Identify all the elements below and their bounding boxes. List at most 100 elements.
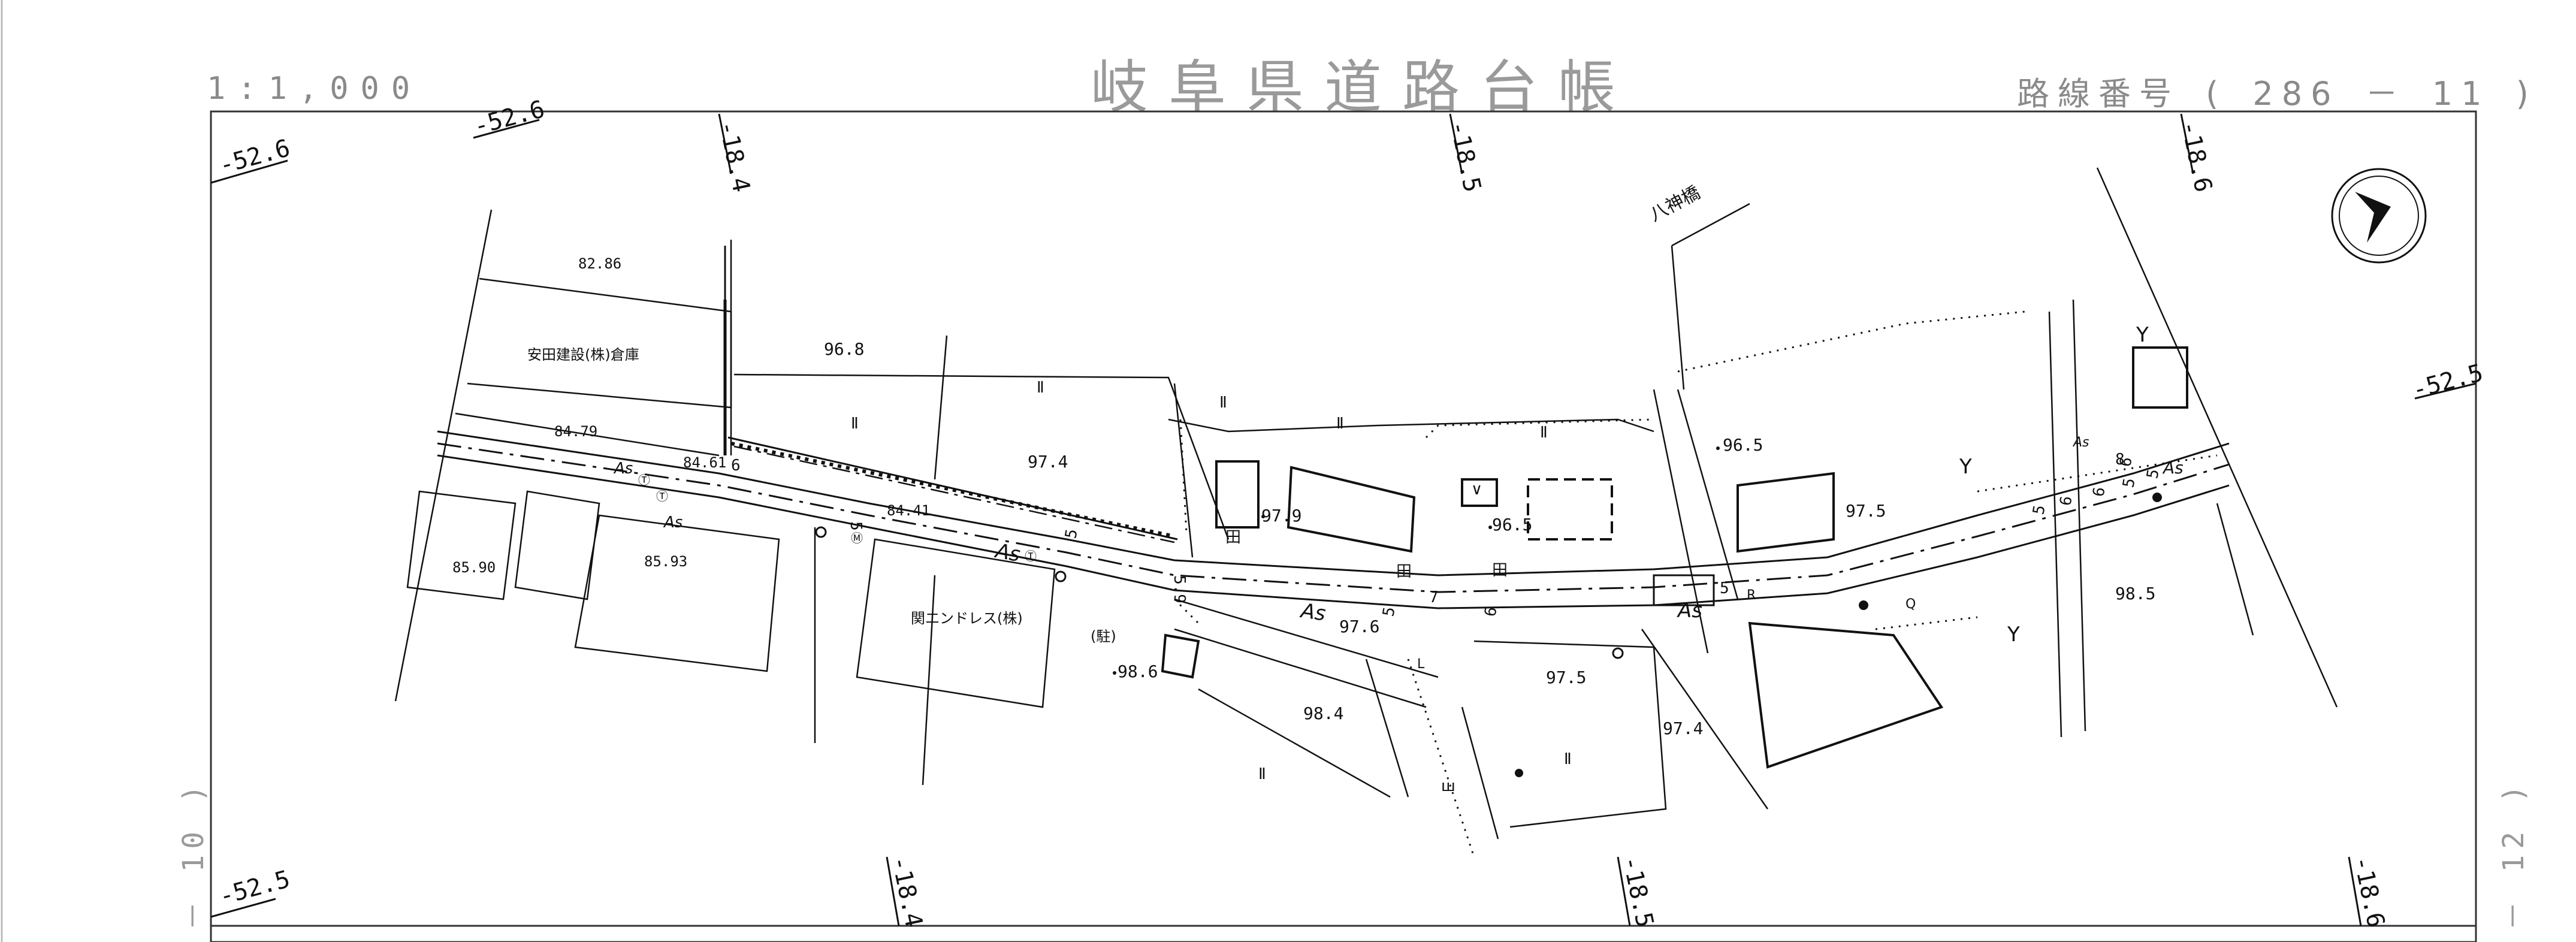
- grid-label-top-c: -18.6: [2175, 119, 2217, 195]
- point-features: [815, 446, 2162, 777]
- elevation-9: 96.5: [1492, 515, 1532, 535]
- pavement-label-d: As: [1298, 599, 1327, 626]
- route-number-main: 286: [2252, 75, 2340, 113]
- main-road: [437, 430, 2230, 609]
- road-pavement-labels: As As As As As As As: [613, 435, 2184, 626]
- building-c: [1461, 478, 1498, 507]
- route-open-paren: (: [2206, 75, 2227, 113]
- pavement-label-c: As: [992, 539, 1022, 567]
- symbol-m-1: Ⓜ: [851, 531, 863, 545]
- parcel-lines: [394, 167, 2338, 840]
- label-bridge: 八神橋: [1646, 182, 1704, 226]
- land-use-symbols: Ⅱ Ⅱ Ⅱ Ⅱ Ⅱ Ⅱ Ⅱ 田 田 田 Y Y Y ∨ ш R Q L Ⓣ Ⓣ …: [638, 323, 2149, 795]
- route-dash: －: [2365, 75, 2406, 113]
- elevation-17: 98.5: [2115, 584, 2155, 603]
- field-symbol-1: Ⅱ: [1037, 379, 1044, 397]
- pavement-label-a: As: [613, 460, 633, 478]
- route-number-label: 路線番号: [2017, 75, 2180, 113]
- label-parking: (駐): [1091, 628, 1116, 645]
- building-r-symbol: R: [1747, 588, 1756, 603]
- width-6b: 6: [1481, 606, 1500, 618]
- width-7: 7: [1429, 588, 1439, 606]
- symbol-t-1: Ⓣ: [638, 473, 650, 487]
- width-6: 6: [731, 457, 741, 475]
- waste-symbol: ∨: [1471, 481, 1482, 499]
- paddy-symbol-1: 田: [1225, 529, 1241, 547]
- field-symbol-3: Ⅱ: [1219, 394, 1227, 412]
- building-f: [1748, 621, 1944, 769]
- elevation-3: 84.61: [683, 454, 726, 471]
- building-d: [1527, 478, 1613, 541]
- route-number-sub: 11: [2432, 75, 2490, 113]
- building-b: [1287, 466, 1416, 553]
- building-g: [2132, 346, 2188, 409]
- symbol-t-3: Ⓣ: [1025, 549, 1037, 563]
- elevation-11: 97.5: [1846, 501, 1886, 521]
- marsh-symbol: ш: [1441, 777, 1455, 795]
- dotted-boundaries: [1173, 310, 2218, 858]
- width-5c: 5: [1720, 579, 1729, 597]
- grid-coordinate-labels: -52.6 -52.6 -18.4 -18.5 -18.6 -52.5 -52.…: [216, 95, 2486, 930]
- elevation-8: 97.9: [1261, 506, 1301, 526]
- paddy-symbol-3: 田: [1492, 561, 1508, 579]
- width-5-9: 5.9: [1170, 575, 1188, 603]
- building-l-symbol: L: [1417, 657, 1425, 672]
- grid-label-top-b: -18.5: [1444, 119, 1486, 195]
- orchard-symbol-2: Y: [1959, 455, 1972, 479]
- width-5: 5: [847, 521, 865, 531]
- north-arrow-icon: [2331, 168, 2427, 264]
- pavement-label-e: As: [1677, 599, 1702, 623]
- width-5f: 5: [2143, 468, 2163, 481]
- bridge-road: [1653, 574, 1715, 606]
- elevation-6: 85.90: [452, 559, 496, 576]
- orchard-symbol-3: Y: [2136, 323, 2149, 347]
- pavement-label-g: As: [2072, 435, 2089, 450]
- grid-label-top-a: -18.4: [713, 119, 755, 195]
- symbol-t-2: Ⓣ: [656, 489, 668, 503]
- elevation-14: 97.6: [1339, 617, 1379, 636]
- width-8: 8: [2115, 451, 2125, 469]
- elevation-5: 97.4: [1028, 452, 1068, 472]
- width-5e: 5: [2119, 477, 2139, 490]
- elevation-16: 97.4: [1663, 718, 1703, 738]
- grid-lines: [210, 113, 2477, 926]
- elevation-7: 85.93: [644, 553, 687, 570]
- building-e: [1737, 472, 1835, 553]
- width-5b: 5: [1379, 606, 1399, 618]
- buildings: [1161, 346, 2188, 769]
- field-symbol-6: Ⅱ: [1258, 765, 1266, 783]
- orchard-symbol-1: Y: [2007, 623, 2020, 647]
- building-h: [1161, 633, 1200, 679]
- road-width-labels: 6 5.9 5 7 5 6 5 5 6 6 5 5 6 5 8: [731, 451, 2163, 618]
- field-symbol-7: Ⅱ: [1564, 750, 1572, 768]
- elevation-labels: 82.86 96.8 84.79 84.61 84.41 97.4 85.90 …: [452, 255, 2155, 738]
- field-symbol-5: Ⅱ: [1540, 424, 1548, 442]
- paddy-symbol-2: 田: [1396, 563, 1412, 581]
- elevation-13: 98.4: [1303, 704, 1343, 723]
- label-yasuda-warehouse: 安田建設(株)倉庫: [527, 346, 639, 363]
- elevation-2: 84.79: [554, 423, 597, 440]
- elevation-10: 96.5: [1723, 435, 1763, 455]
- route-close-paren: ): [2515, 75, 2537, 113]
- label-seki-endless: 関エンドレス(株): [911, 610, 1023, 627]
- map-scale: 1:1,000: [207, 71, 422, 107]
- place-labels: 安田建設(株)倉庫 関エンドレス(株) (駐) 八神橋: [527, 182, 1704, 645]
- pavement-label-f: As: [2162, 458, 2184, 478]
- elevation-0: 82.86: [578, 255, 621, 272]
- width-5d: 5: [2030, 504, 2049, 517]
- width-6c: 6: [2056, 495, 2076, 508]
- building-q-symbol: Q: [1905, 597, 1916, 612]
- retaining-wall: [724, 246, 1178, 541]
- width-6d: 6: [2089, 486, 2109, 499]
- grid-label-top-left-b: -52.6: [471, 95, 548, 141]
- sheet-title: 岐阜県道路台帳: [1091, 54, 1636, 121]
- width-5-5: 5: [1062, 528, 1081, 541]
- grid-label-top-left-a: -52.6: [216, 134, 293, 180]
- route-number: 路線番号 ( 286 － 11 ): [2013, 67, 2541, 114]
- pavement-label-b: As: [663, 514, 682, 532]
- field-symbol-4: Ⅱ: [1336, 415, 1344, 433]
- width-6e: 6: [2116, 456, 2136, 469]
- grid-label-right-mid: -52.5: [2409, 359, 2486, 404]
